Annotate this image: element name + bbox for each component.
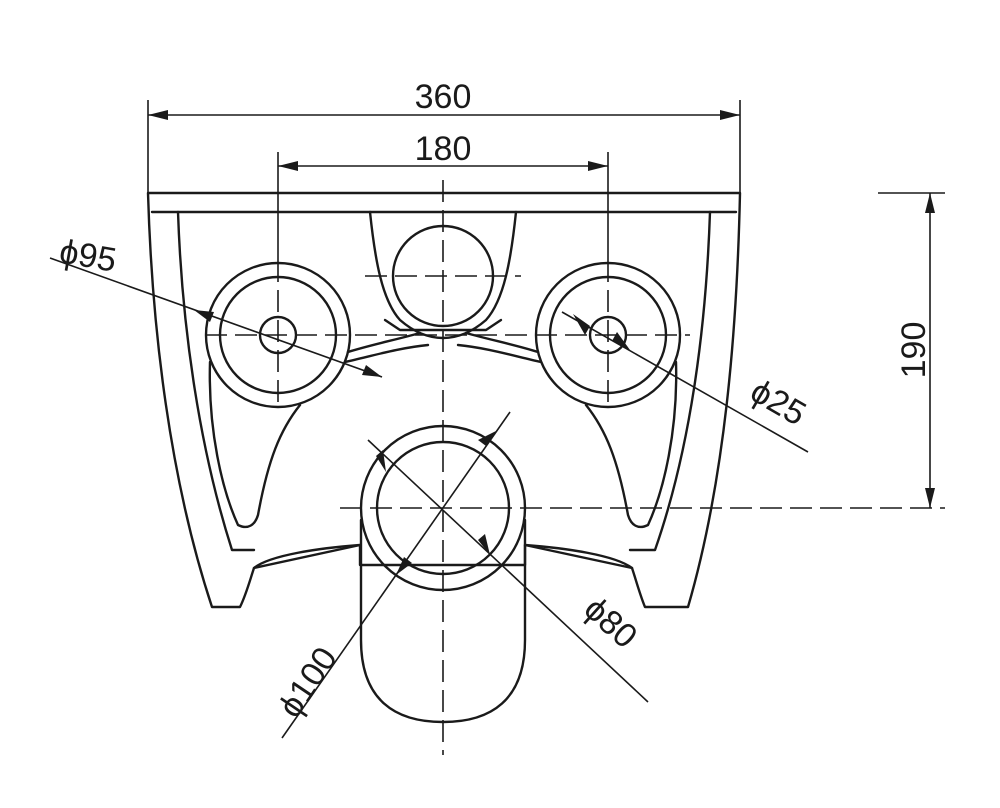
leader-phi25 [561, 311, 809, 453]
body-outline [146, 191, 742, 609]
dim-360-label: 360 [415, 78, 472, 116]
leader-phi95 [49, 257, 383, 378]
dim-190-label: 190 [895, 322, 933, 379]
leader-phi100 [281, 411, 511, 739]
phi25-label: ϕ25 [744, 372, 812, 433]
right-boss [456, 261, 682, 529]
dim-360 [147, 100, 741, 193]
left-boss [204, 261, 430, 529]
phi80-label: ϕ80 [577, 590, 645, 656]
phi100-label: ϕ100 [271, 640, 345, 724]
dim-190 [878, 192, 945, 508]
dim-180-label: 180 [415, 130, 472, 168]
leader-phi80 [367, 439, 649, 703]
dim-180 [277, 152, 609, 260]
phi95-label: ϕ95 [57, 232, 120, 279]
